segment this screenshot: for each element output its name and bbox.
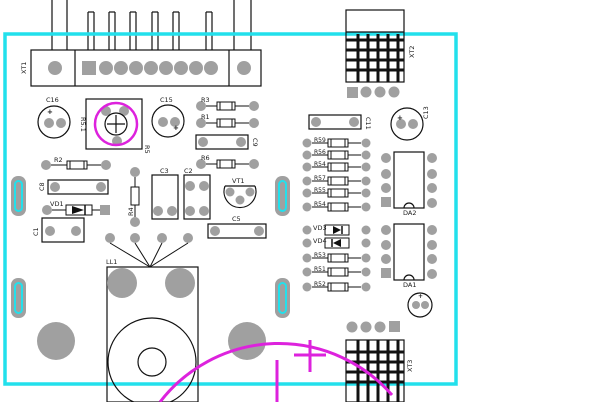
capacitor-c11: C11 bbox=[308, 114, 372, 130]
lamp-ll1: LL1 bbox=[105, 233, 199, 402]
connector-xt3: XT3 bbox=[345, 321, 414, 402]
label-c2: C2 bbox=[184, 167, 193, 175]
resistor-row-label: R54 bbox=[314, 201, 326, 208]
label-c5: C5 bbox=[232, 215, 241, 223]
resistor-r2: R2 bbox=[41, 156, 111, 170]
label-r3: R3 bbox=[201, 96, 210, 104]
label-r4: R4 bbox=[127, 207, 135, 216]
diode-vd1: VD1 bbox=[42, 200, 110, 216]
capacitor-c15: + C15 bbox=[151, 96, 185, 138]
label-vd3: VD3 bbox=[313, 224, 327, 232]
label-c11: C11 bbox=[364, 117, 372, 130]
svg-text:+: + bbox=[418, 293, 423, 300]
magenta-overlay bbox=[158, 340, 394, 402]
ic-da2: DA2 bbox=[381, 151, 437, 217]
label-da1: DA1 bbox=[403, 281, 416, 289]
label-r6: R6 bbox=[201, 154, 210, 162]
label-c3: C3 bbox=[160, 167, 169, 175]
capacitor-c9: C9 bbox=[195, 134, 259, 150]
transistor-vt1: VT1 bbox=[223, 177, 257, 209]
capacitor-c1: C1 bbox=[32, 217, 85, 243]
mount-hole-right bbox=[228, 322, 266, 360]
resistor-row: R57 bbox=[302, 175, 371, 186]
resistor-row: R55 bbox=[302, 187, 371, 198]
label-vd4: VD4 bbox=[313, 237, 327, 245]
mount-hole-left bbox=[37, 322, 75, 360]
xt1-wires bbox=[51, 0, 252, 50]
capacitor-c5: C5 bbox=[207, 215, 267, 239]
resistor-r3: R3 bbox=[196, 96, 259, 111]
label-xt2: XT2 bbox=[408, 46, 416, 58]
resistor-row-label: R52 bbox=[314, 281, 326, 288]
label-xt1: XT1 bbox=[20, 62, 28, 74]
capacitor-small-da1: + bbox=[407, 292, 433, 318]
resistor-row-label: R51 bbox=[314, 266, 326, 273]
label-da2: DA2 bbox=[403, 209, 416, 217]
ic-da1: DA1 bbox=[381, 223, 437, 289]
resistor-row-label: R59 bbox=[314, 137, 326, 144]
board-outline bbox=[3, 32, 458, 386]
resistor-row: R54 bbox=[302, 201, 371, 212]
svg-text:+: + bbox=[397, 114, 403, 122]
resistor-row-label: R53 bbox=[314, 252, 326, 259]
capacitor-c3: C3 bbox=[151, 167, 179, 220]
connector-xt1: XT1 bbox=[20, 49, 262, 87]
label-xt3: XT3 bbox=[406, 360, 414, 372]
resistor-r6: R6 bbox=[196, 154, 259, 169]
trimmer-r5-1: R5.1 R5 bbox=[79, 98, 151, 154]
capacitor-c2: C2 bbox=[183, 167, 211, 220]
label-r2: R2 bbox=[54, 156, 63, 164]
capacitor-c8: C8 bbox=[38, 179, 109, 195]
label-r5-1: R5.1 bbox=[79, 117, 87, 132]
diode-vd3: VD3 bbox=[302, 224, 371, 236]
label-vt1: VT1 bbox=[232, 177, 245, 185]
resistor-row: R53 bbox=[302, 252, 371, 263]
resistor-row: R59 bbox=[302, 137, 371, 148]
resistor-r4: R4 bbox=[127, 167, 140, 227]
capacitor-c16: + C16 bbox=[37, 96, 71, 139]
resistor-row: R51 bbox=[302, 266, 371, 277]
resistor-r1: R1 bbox=[196, 113, 259, 128]
resistor-row: R54 bbox=[302, 161, 371, 172]
label-c8: C8 bbox=[38, 182, 46, 191]
label-c13: C13 bbox=[422, 106, 430, 119]
label-c16: C16 bbox=[46, 96, 59, 104]
mounting-slots bbox=[11, 176, 290, 318]
resistor-row-label: R57 bbox=[314, 175, 326, 182]
resistor-row-label: R55 bbox=[314, 187, 326, 194]
label-r5: R5 bbox=[143, 145, 151, 154]
label-ll1: LL1 bbox=[106, 258, 117, 266]
resistor-row-label: R56 bbox=[314, 149, 326, 156]
resistor-row-label: R54 bbox=[314, 161, 326, 168]
label-c15: C15 bbox=[160, 96, 173, 104]
diode-vd4: VD4 bbox=[302, 237, 371, 249]
svg-text:+: + bbox=[47, 108, 53, 116]
resistor-row: R52 bbox=[302, 281, 371, 292]
svg-text:+: + bbox=[173, 124, 179, 132]
label-r1: R1 bbox=[201, 113, 210, 121]
capacitor-c13: + C13 bbox=[390, 106, 430, 141]
label-c9: C9 bbox=[251, 138, 259, 147]
resistor-row: R56 bbox=[302, 149, 371, 160]
label-c1: C1 bbox=[32, 227, 40, 236]
label-vd1: VD1 bbox=[50, 200, 64, 208]
connector-xt2: XT2 bbox=[345, 9, 416, 98]
